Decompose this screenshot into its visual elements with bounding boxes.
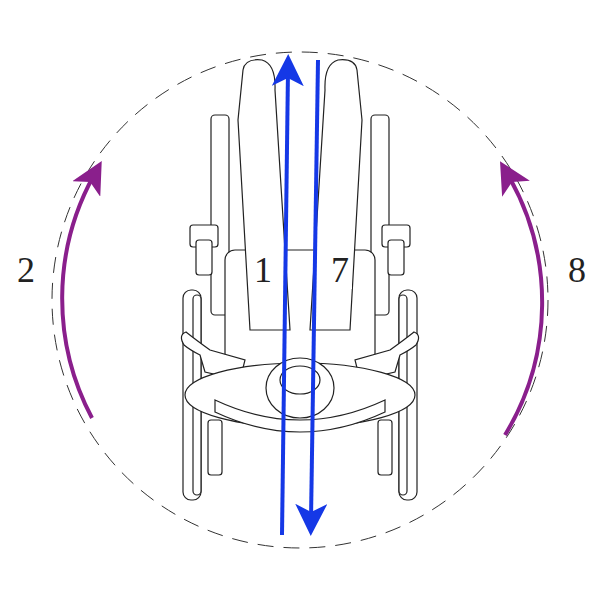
callout-number: 7 [328,251,352,289]
callout-number: 8 [565,251,589,289]
handle [208,420,222,475]
head [266,358,334,418]
armrest [196,240,212,275]
turn-arc [62,175,94,418]
handle [378,420,392,475]
turning-circle [52,52,548,548]
wheelchair [181,60,418,500]
callout-number: 1 [251,251,275,289]
forward-arrow [282,70,288,535]
armrest [388,240,404,275]
turn-arc [505,175,542,435]
callout-number: 2 [14,251,38,289]
backward-arrow [311,60,318,520]
leg [238,60,290,330]
